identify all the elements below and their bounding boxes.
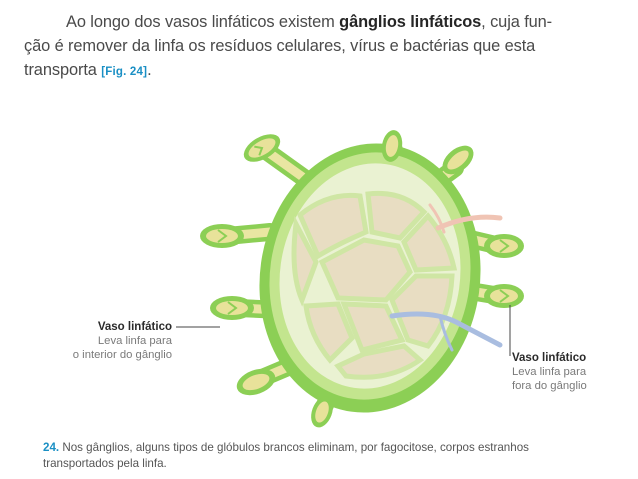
- caption-text: Nos gânglios, alguns tipos de glóbulos b…: [59, 441, 529, 454]
- outflow-vessel-label: Vaso linfático Leva linfa para fora do g…: [512, 351, 622, 393]
- label-description: Leva linfa para: [512, 365, 622, 379]
- caption-text: transportados pela linfa.: [43, 457, 167, 470]
- label-title: Vaso linfático: [60, 320, 172, 334]
- label-description: o interior do gânglio: [60, 348, 172, 362]
- label-description: Leva linfa para: [60, 334, 172, 348]
- caption-number: 24.: [43, 441, 59, 454]
- label-description: fora do gânglio: [512, 379, 622, 393]
- inflow-vessel-label: Vaso linfático Leva linfa para o interio…: [60, 320, 172, 362]
- label-title: Vaso linfático: [512, 351, 622, 365]
- figure-caption: 24. Nos gânglios, alguns tipos de glóbul…: [43, 440, 623, 472]
